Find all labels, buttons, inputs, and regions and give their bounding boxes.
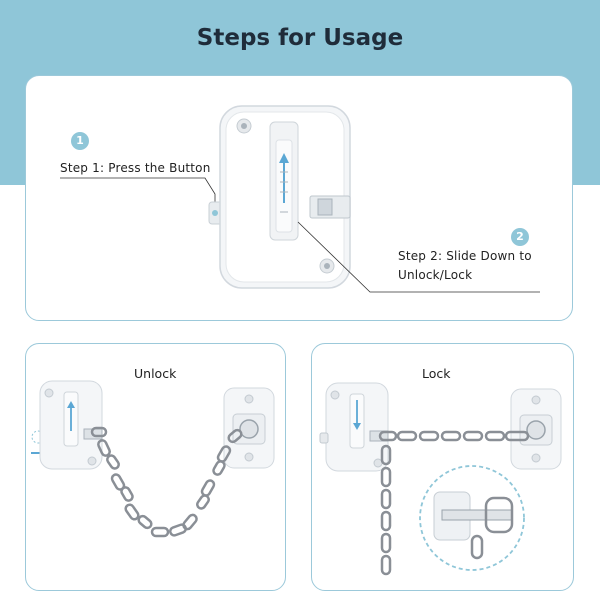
up-arrow-icon xyxy=(67,401,75,431)
unlock-label: Unlock xyxy=(134,366,177,381)
step-1-text: Step 1: Press the Button xyxy=(60,161,211,175)
page-title: Steps for Usage xyxy=(196,25,404,51)
lock-label: Lock xyxy=(422,366,451,381)
down-arrow-icon xyxy=(353,400,361,430)
step-2-badge: 2 xyxy=(511,228,529,246)
step-2-text-line1: Step 2: Slide Down to xyxy=(398,249,532,263)
chain xyxy=(378,430,530,576)
chain xyxy=(90,426,243,538)
step-1-badge: 1 xyxy=(71,132,89,150)
step-2-text-line2: Unlock/Lock xyxy=(398,268,473,282)
